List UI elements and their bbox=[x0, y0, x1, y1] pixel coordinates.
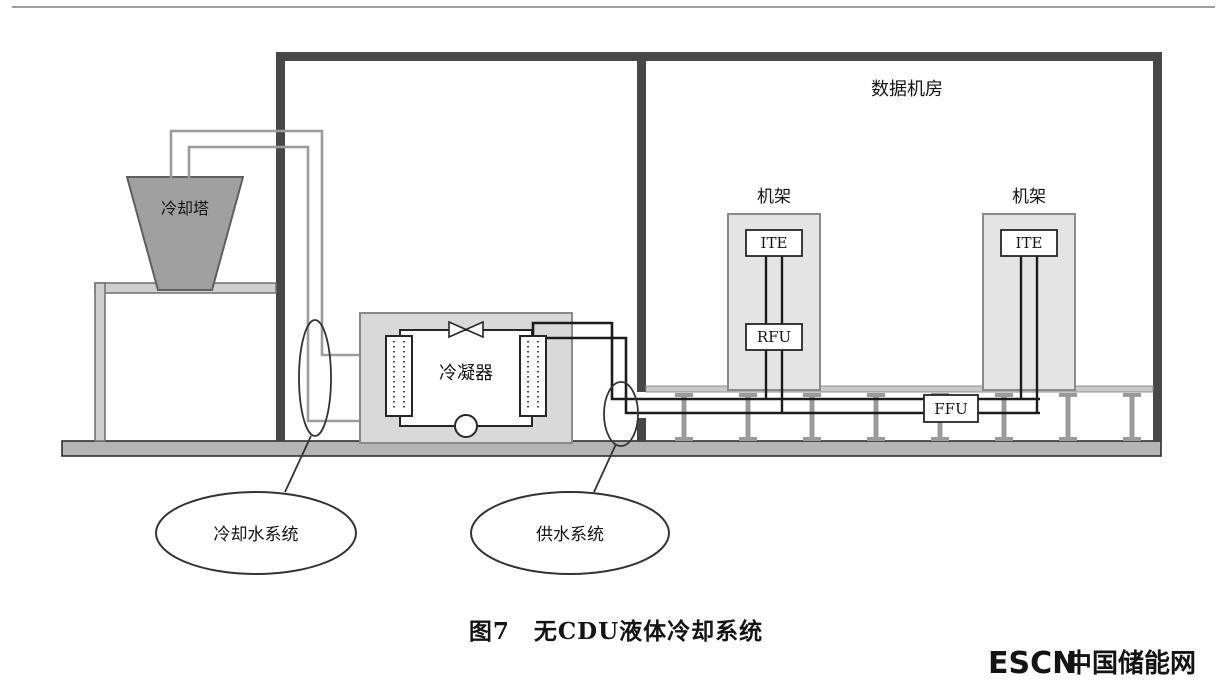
cooling-water-return-pipe bbox=[187, 145, 367, 423]
supply-water-callout: 供水系统 bbox=[470, 381, 670, 575]
cooling-tower-label: 冷却塔 bbox=[161, 199, 209, 218]
data-room-label: 数据机房 bbox=[871, 79, 943, 100]
floor-pedestal bbox=[867, 393, 885, 441]
cooling-water-bubble bbox=[155, 491, 357, 575]
coil-right-body bbox=[519, 335, 547, 417]
top-border-line bbox=[12, 6, 1215, 8]
ffu-unit: FFU bbox=[923, 394, 979, 423]
ite-box bbox=[745, 229, 803, 257]
floor-pedestal bbox=[1123, 393, 1141, 441]
wall-left bbox=[276, 52, 285, 441]
rfu-box bbox=[745, 323, 803, 351]
partition-wall bbox=[637, 52, 646, 441]
condenser-label: 冷凝器 bbox=[439, 363, 493, 384]
floor-pedestal bbox=[995, 393, 1013, 441]
cooling-water-supply-pipe bbox=[169, 129, 367, 357]
rack-1-ite-box: ITE bbox=[745, 229, 803, 257]
cooling-water-pipes bbox=[169, 129, 367, 423]
rack-2: 机架 ITE bbox=[982, 187, 1076, 413]
cooling-water-leader-line bbox=[284, 435, 312, 493]
watermark: ESCN 中国储能网 bbox=[988, 646, 1196, 681]
cooling-tower-body bbox=[125, 176, 245, 291]
supply-pipe-b bbox=[546, 336, 1040, 415]
floor-pedestal bbox=[1059, 393, 1077, 441]
floor-pedestal bbox=[675, 393, 693, 441]
watermark-site-name: 中国储能网 bbox=[1066, 648, 1196, 679]
ite-label: ITE bbox=[1016, 234, 1043, 252]
ffu-label: FFU bbox=[934, 400, 967, 418]
wall-top bbox=[276, 52, 1162, 61]
cooling-water-callout: 冷却水系统 bbox=[155, 319, 357, 575]
rack-1-rfu-box: RFU bbox=[745, 323, 803, 351]
ffu-box bbox=[923, 394, 979, 423]
watermark-logo: ESCN bbox=[988, 646, 1077, 681]
ite-box bbox=[1000, 229, 1058, 257]
cooling-water-highlight-oval bbox=[298, 319, 332, 437]
rfu-label: RFU bbox=[757, 328, 791, 346]
floor-pedestal bbox=[803, 393, 821, 441]
condenser-coil-right bbox=[519, 335, 547, 417]
supply-water-callout-label: 供水系统 bbox=[536, 525, 604, 545]
tower-stand bbox=[94, 282, 277, 442]
ite-label: ITE bbox=[761, 234, 788, 252]
supply-water-bubble bbox=[470, 491, 670, 575]
stand-post bbox=[94, 282, 106, 442]
raised-floor-band bbox=[645, 385, 1154, 393]
coil-left-body bbox=[385, 335, 413, 417]
condenser-coil-left bbox=[385, 335, 413, 417]
rack-2-pipes bbox=[1019, 256, 1039, 413]
supply-water-highlight-oval bbox=[603, 381, 639, 447]
floor-pedestal bbox=[739, 393, 757, 441]
valve-icon bbox=[448, 320, 484, 339]
pump-icon bbox=[454, 414, 478, 438]
supply-water-leader-line bbox=[593, 443, 617, 493]
supply-pipe-a bbox=[531, 321, 1040, 401]
wall-right bbox=[1153, 52, 1162, 441]
rack-2-ite-box: ITE bbox=[1000, 229, 1058, 257]
raised-floor bbox=[645, 385, 1154, 441]
rack-1-label: 机架 bbox=[757, 187, 791, 207]
rack-2-label: 机架 bbox=[1012, 187, 1046, 207]
cooling-water-callout-label: 冷却水系统 bbox=[214, 525, 299, 545]
valve-right-triangle bbox=[464, 320, 484, 339]
valve-left-triangle bbox=[448, 320, 468, 339]
supply-water-pipes bbox=[531, 321, 1040, 415]
condenser: 冷凝器 bbox=[359, 312, 573, 444]
rack-1: 机架 ITE RFU bbox=[727, 187, 821, 413]
figure-caption: 图7 无CDU液体冷却系统 bbox=[469, 618, 763, 645]
rack-1-pipes bbox=[764, 256, 784, 413]
cooling-tower: 冷却塔 bbox=[125, 176, 245, 291]
